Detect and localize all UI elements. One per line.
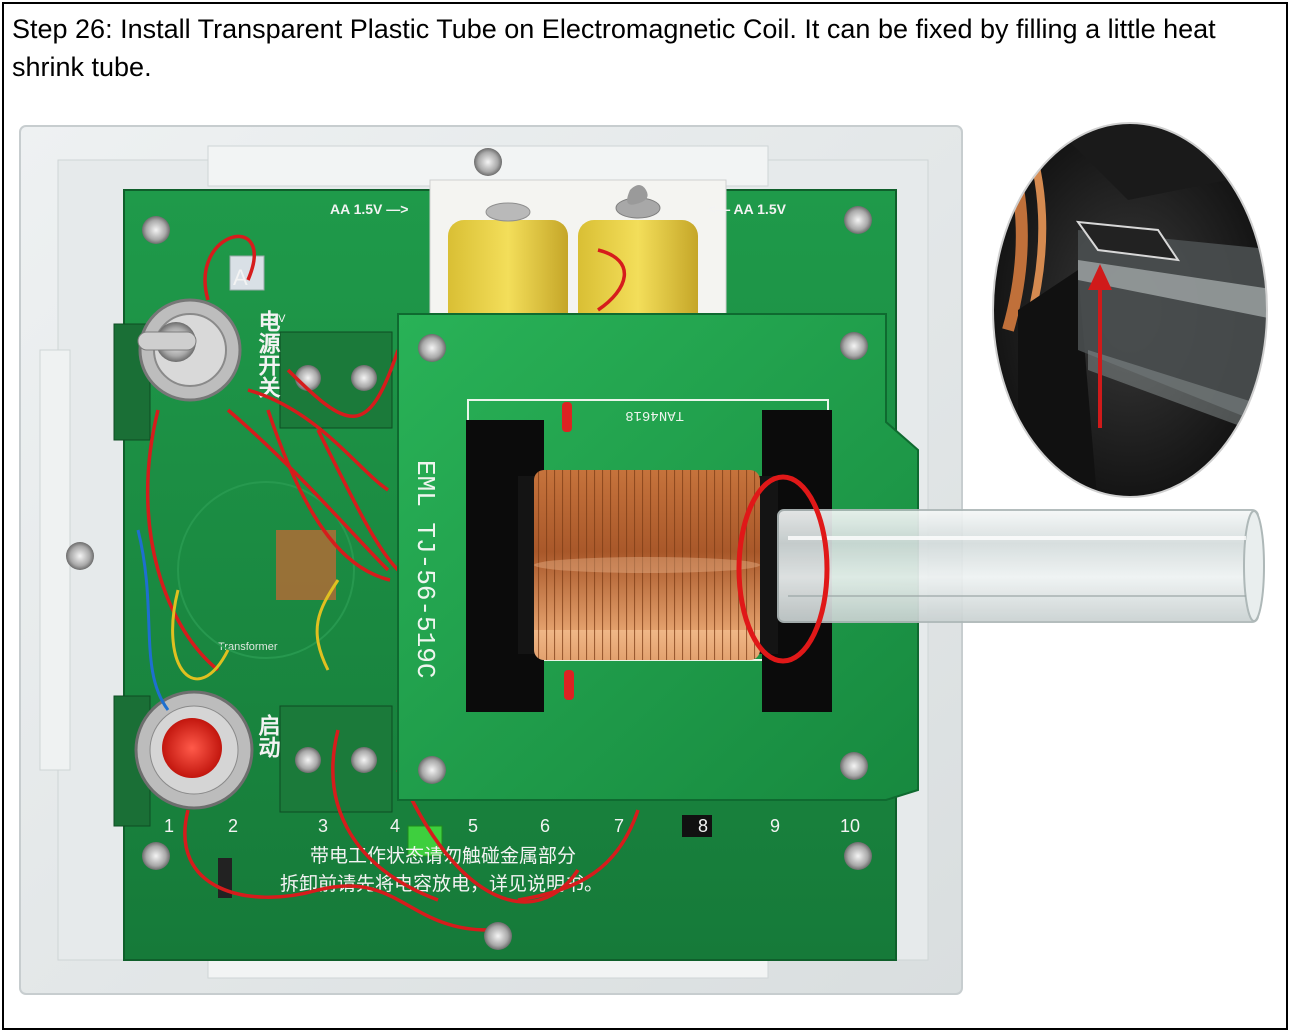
small-components <box>177 481 712 898</box>
warning-line-1: 带电工作状态请勿触碰金属部分 <box>310 845 576 867</box>
toggle-switch <box>137 255 265 402</box>
warning-line-2: 拆卸前请先将电容放电，详见说明书。 <box>280 873 603 895</box>
button-chinese-label: 启动 <box>256 713 281 759</box>
svg-text:7: 7 <box>614 816 624 836</box>
svg-text:10: 10 <box>840 816 860 836</box>
coil-board-code: TAN4618 <box>625 407 684 423</box>
svg-text:4: 4 <box>390 816 400 836</box>
battery-left-label: AA 1.5V —> <box>330 201 408 217</box>
push-button <box>134 690 254 810</box>
transformer-label: Transformer <box>218 641 278 653</box>
step-caption: Step 26: Install Transparent Plastic Tub… <box>12 14 1216 82</box>
red-wires <box>145 234 640 932</box>
battery-right-label: <— AA 1.5V <box>708 201 787 217</box>
svg-text:1: 1 <box>164 816 174 836</box>
svg-text:8: 8 <box>698 816 708 836</box>
highlight-circle <box>736 474 830 664</box>
other-wires <box>136 529 340 711</box>
plastic-tube <box>777 509 1265 623</box>
switch-chinese-label: 电源开关 <box>256 310 281 399</box>
svg-text:9: 9 <box>770 816 780 836</box>
coil-model-label: EML TJ-56-519C <box>410 460 440 678</box>
svg-text:3: 3 <box>318 816 328 836</box>
switch-letter: A <box>233 265 248 290</box>
terminal-numbers: 1 2 3 4 5 6 7 8 9 10 <box>164 816 860 836</box>
svg-text:2: 2 <box>228 816 238 836</box>
svg-text:6: 6 <box>540 816 550 836</box>
product-photo: AA 1.5V —> <— AA 1.5V A 3V 电源开关 启动 Trans… <box>19 122 1268 995</box>
case-screws <box>66 148 872 950</box>
zoom-inset <box>992 122 1268 498</box>
svg-text:5: 5 <box>468 816 478 836</box>
switch-voltage: 3V <box>272 313 286 325</box>
